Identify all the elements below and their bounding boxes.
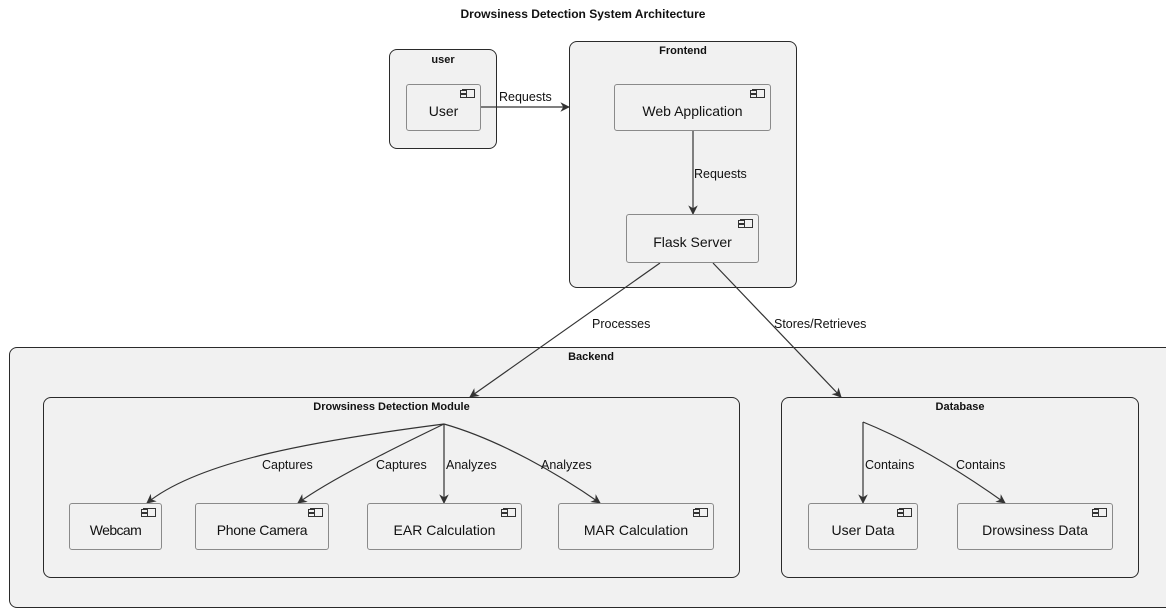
component-icon — [897, 508, 912, 517]
edge-flask-to-module — [469, 262, 661, 398]
web-application-component: Web Application — [614, 84, 771, 131]
diagram-title: Drowsiness Detection System Architecture — [460, 7, 706, 21]
component-icon — [141, 508, 156, 517]
edge-flask-to-db — [712, 262, 842, 398]
edge-label-captures-phone: Captures — [376, 458, 427, 472]
component-icon — [750, 89, 765, 98]
phone-camera-component: Phone Camera — [195, 503, 329, 550]
drowsiness-data-component: Drowsiness Data — [957, 503, 1113, 550]
edge-label-stores-retrieves: Stores/Retrieves — [774, 317, 867, 331]
ear-calculation-label: EAR Calculation — [393, 521, 496, 538]
webcam-label: Webcam — [89, 521, 142, 538]
ear-calculation-component: EAR Calculation — [367, 503, 522, 550]
component-icon — [501, 508, 516, 517]
component-icon — [738, 219, 753, 228]
web-application-label: Web Application — [642, 102, 743, 119]
edge-label-user-requests: Requests — [499, 90, 552, 104]
module-package-title: Drowsiness Detection Module — [313, 401, 470, 413]
component-icon — [308, 508, 323, 517]
edge-label-web-requests: Requests — [694, 167, 747, 181]
user-package-title: user — [431, 54, 455, 66]
frontend-package-title: Frontend — [659, 45, 707, 57]
user-component-label: User — [428, 102, 459, 119]
edge-label-captures-webcam: Captures — [262, 458, 313, 472]
flask-server-label: Flask Server — [653, 233, 732, 250]
component-icon — [460, 89, 475, 98]
component-icon — [693, 508, 708, 517]
mar-calculation-component: MAR Calculation — [558, 503, 714, 550]
edge-label-processes: Processes — [592, 317, 651, 331]
component-icon — [1092, 508, 1107, 517]
edge-to-webcam — [146, 423, 445, 504]
drowsiness-data-label: Drowsiness Data — [982, 521, 1088, 538]
edge-to-phone-camera — [297, 423, 445, 504]
webcam-component: Webcam — [69, 503, 162, 550]
database-package-title: Database — [935, 401, 985, 413]
mar-calculation-label: MAR Calculation — [583, 521, 689, 538]
edge-to-mar — [443, 423, 601, 504]
user-component: User — [406, 84, 481, 131]
user-data-label: User Data — [831, 521, 895, 538]
edge-label-contains-drowsiness-data: Contains — [956, 458, 1006, 472]
edge-label-analyzes-ear: Analyzes — [446, 458, 497, 472]
flask-server-component: Flask Server — [626, 214, 759, 263]
user-data-component: User Data — [808, 503, 918, 550]
edge-to-drowsiness-data — [862, 421, 1006, 504]
backend-package-title: Backend — [568, 351, 614, 363]
edge-label-analyzes-mar: Analyzes — [541, 458, 592, 472]
edge-label-contains-user-data: Contains — [865, 458, 915, 472]
phone-camera-label: Phone Camera — [216, 521, 308, 538]
